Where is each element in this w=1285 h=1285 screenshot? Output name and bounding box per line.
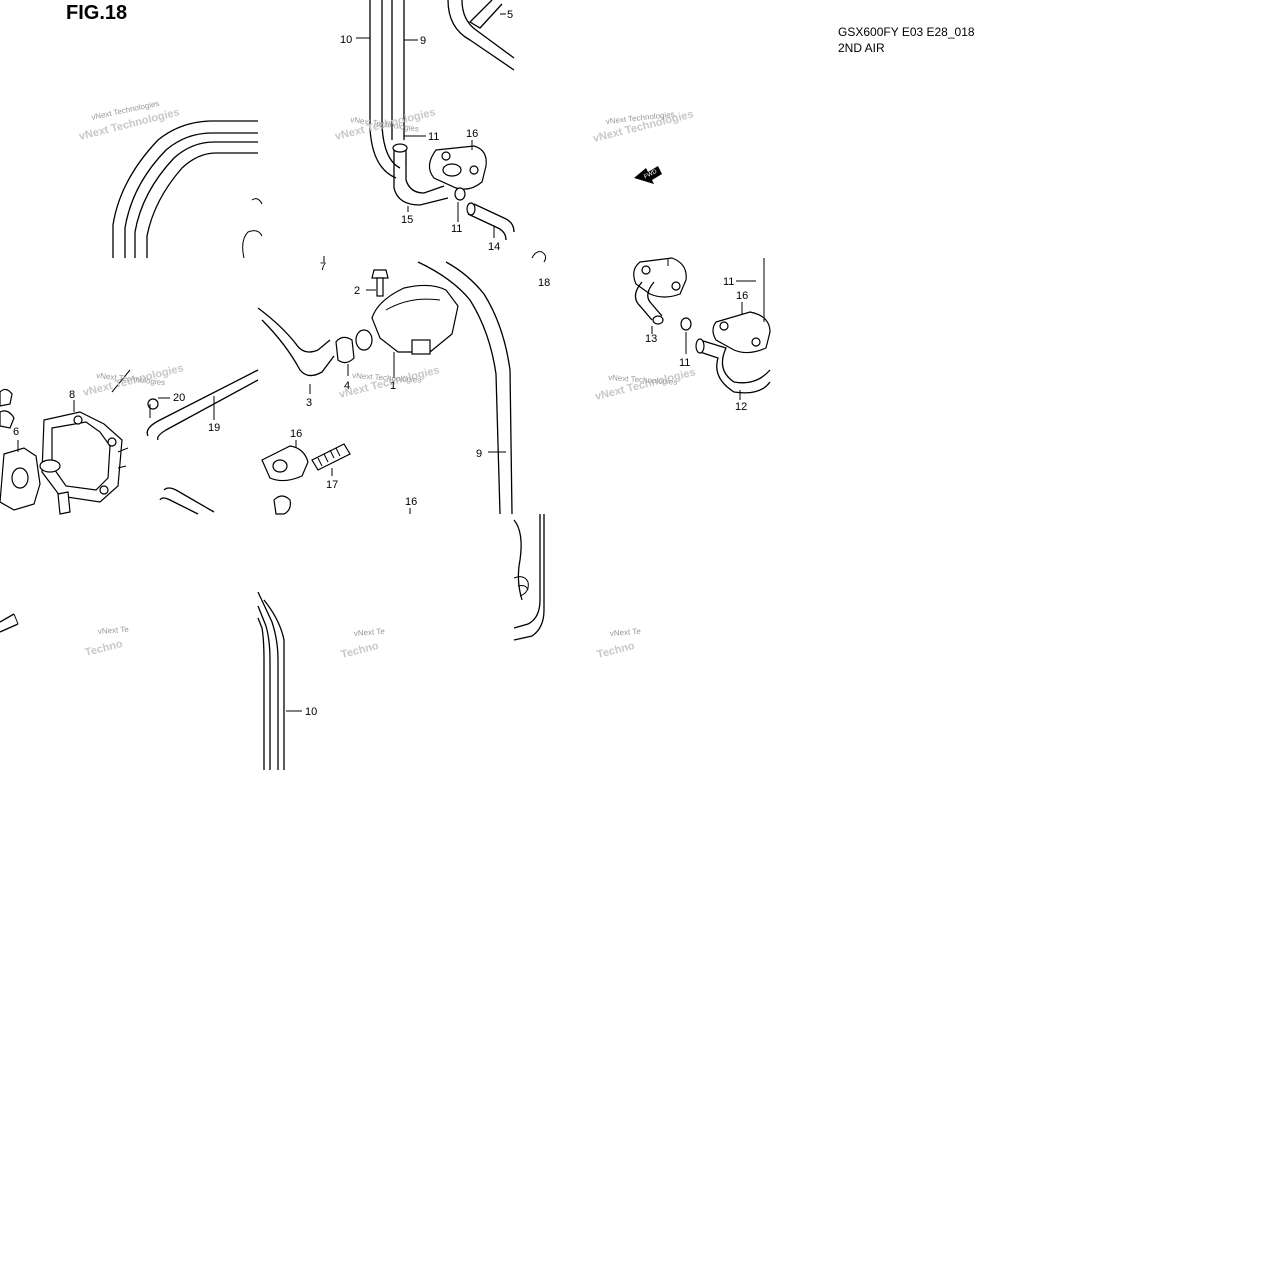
callout-15[interactable]: 15 xyxy=(401,214,413,226)
callout-16[interactable]: 16 xyxy=(405,496,417,508)
callout-16[interactable]: 16 xyxy=(290,428,302,440)
watermark-text: Techno xyxy=(84,638,124,659)
tile-top-right: FWD xyxy=(531,166,662,263)
callout-13[interactable]: 13 xyxy=(645,333,657,345)
callout-16[interactable]: 16 xyxy=(466,128,478,140)
callout-11[interactable]: 11 xyxy=(451,223,462,235)
callout-3[interactable]: 3 xyxy=(306,397,312,409)
callout-9[interactable]: 9 xyxy=(420,35,426,47)
callout-4[interactable]: 4 xyxy=(344,380,350,392)
tile-bottom-left xyxy=(0,613,19,633)
callout-2[interactable]: 2 xyxy=(354,285,360,297)
callout-8[interactable]: 8 xyxy=(69,389,75,401)
watermark-text: Techno xyxy=(340,640,380,661)
watermark-text: Techno xyxy=(596,640,636,661)
tile-middle-left xyxy=(0,369,259,515)
callouts: 10 9 5 11 16 15 11 14 7 2 18 4 3 1 9 8 2… xyxy=(13,9,748,718)
tile-middle-right xyxy=(633,257,771,400)
callout-18[interactable]: 18 xyxy=(538,277,550,289)
watermark-text: vNext Te xyxy=(610,627,642,638)
tile-top-left xyxy=(112,120,263,259)
tile-bottom-center xyxy=(257,591,302,770)
watermark-text: vNext Te xyxy=(98,625,130,636)
callout-12[interactable]: 12 xyxy=(735,401,747,413)
tile-bottom-right xyxy=(513,514,545,641)
callout-17[interactable]: 17 xyxy=(326,479,338,491)
model-code: GSX600FY E03 E28_018 xyxy=(838,25,975,39)
callout-7[interactable]: 7 xyxy=(320,261,326,273)
tile-center xyxy=(257,256,513,515)
callout-6[interactable]: 6 xyxy=(13,426,19,438)
watermark-text: vNext Technologies xyxy=(594,366,697,403)
fwd-arrow: FWD xyxy=(634,166,662,184)
callout-9[interactable]: 9 xyxy=(476,448,482,460)
callout-10[interactable]: 10 xyxy=(305,706,317,718)
callout-19[interactable]: 19 xyxy=(208,422,220,434)
callout-20[interactable]: 20 xyxy=(173,392,185,404)
callout-11[interactable]: 11 xyxy=(723,276,734,288)
figure-title: FIG.18 xyxy=(66,2,128,24)
watermark-text: vNext Te xyxy=(354,627,386,638)
callout-14[interactable]: 14 xyxy=(488,241,500,253)
callout-10[interactable]: 10 xyxy=(340,34,352,46)
section-name: 2ND AIR xyxy=(838,41,885,55)
callout-5[interactable]: 5 xyxy=(507,9,513,21)
callout-11[interactable]: 11 xyxy=(679,357,690,369)
callout-16[interactable]: 16 xyxy=(736,290,748,302)
callout-1[interactable]: 1 xyxy=(390,380,396,392)
tile-top-middle xyxy=(356,0,515,241)
model-info: GSX600FY E03 E28_018 2ND AIR xyxy=(838,24,975,56)
callout-11[interactable]: 11 xyxy=(428,131,439,143)
